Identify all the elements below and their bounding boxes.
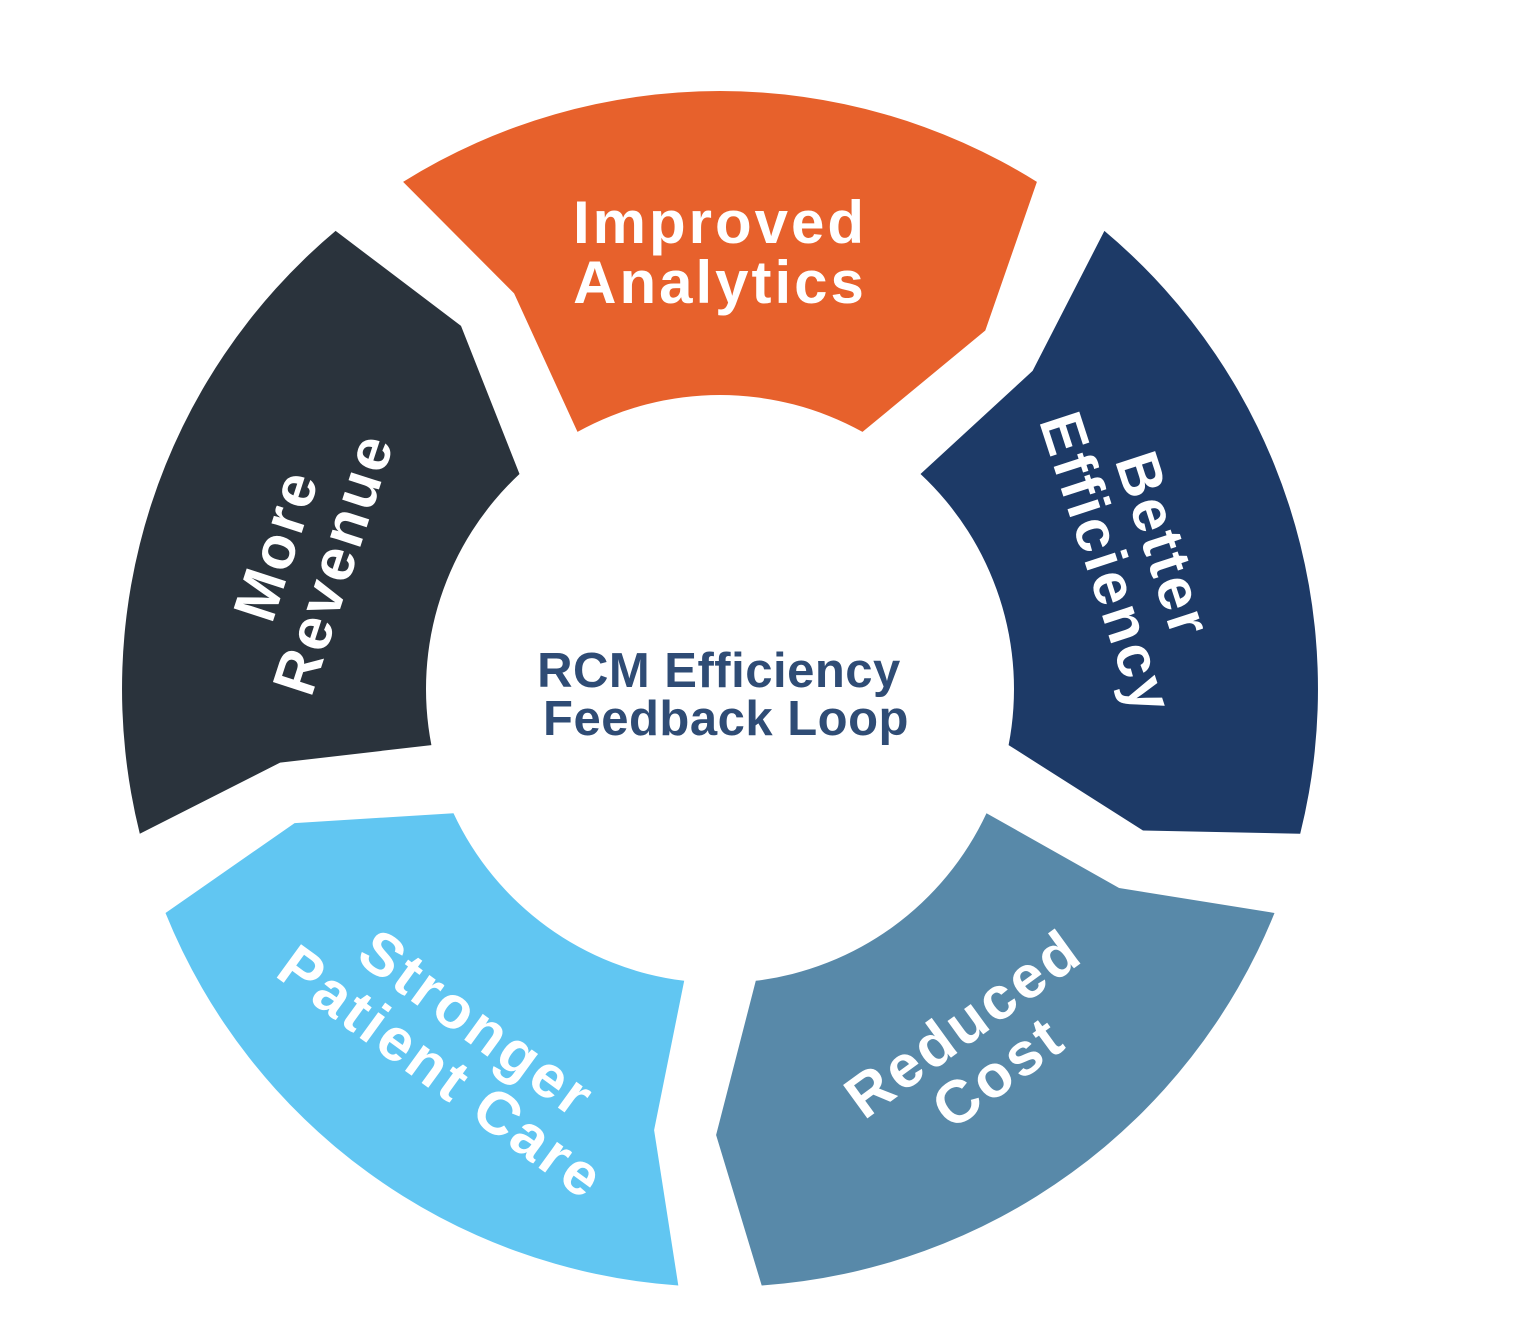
segment-stronger-patient-care	[165, 813, 685, 1286]
center-title-line2: Feedback Loop	[543, 692, 909, 746]
center-title-line1: RCM Efficiency	[537, 644, 901, 698]
segment-improved-analytics	[403, 91, 1037, 432]
segment-better-efficiency	[920, 230, 1318, 834]
segment-label-improved-analytics-line1: Improved	[573, 189, 867, 256]
segment-more-revenue	[122, 230, 520, 834]
segment-reduced-cost	[716, 813, 1275, 1286]
segment-label-improved-analytics-line2: Analytics	[573, 249, 867, 316]
center-title: RCM Efficiency Feedback Loop	[537, 644, 915, 746]
